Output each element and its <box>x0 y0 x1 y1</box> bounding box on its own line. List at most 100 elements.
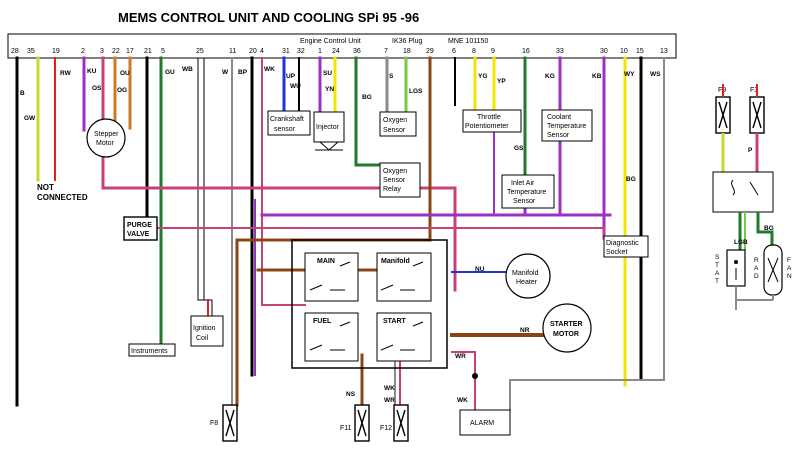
throttle-label: Throttle <box>477 114 501 121</box>
relay-manifold-label: Manifold <box>381 258 410 265</box>
wire-code: W <box>222 69 229 76</box>
wire-code: LGB <box>734 239 748 246</box>
svg-text:F: F <box>787 257 791 264</box>
crankshaft-sensor <box>267 110 311 136</box>
svg-text:S: S <box>715 254 720 261</box>
pin-label: 32 <box>297 48 305 55</box>
coolant-label: Sensor <box>547 132 570 139</box>
relay-block <box>291 239 448 369</box>
oxygen-sensor-relay <box>379 162 421 198</box>
inlet-air-temperature-sensor <box>501 174 555 209</box>
wire-code: WK <box>264 66 275 73</box>
svg-text:A: A <box>754 265 759 272</box>
pin-label: 8 <box>472 48 476 55</box>
oxygen-sensor-label: Sensor <box>383 127 406 134</box>
pin-label: 35 <box>27 48 35 55</box>
wire-code: WU <box>290 83 301 90</box>
svg-text:N: N <box>787 273 792 280</box>
wire-code: KU <box>87 68 97 75</box>
not-connected-label: NOT <box>37 183 54 192</box>
pin-label: 10 <box>620 48 628 55</box>
injector-label: Injector <box>316 124 340 131</box>
pin-label: 30 <box>600 48 608 55</box>
relay-fuel-label: FUEL <box>313 318 332 325</box>
alarm-junction <box>472 373 478 379</box>
wire-code: WS <box>650 71 661 78</box>
oxygen-sensor <box>379 111 417 137</box>
svg-text:D: D <box>754 273 759 280</box>
wire-pin36 <box>354 56 382 167</box>
crankshaft-sensor-label: sensor <box>274 126 296 133</box>
wire-code: WB <box>182 66 193 73</box>
relay-start: START <box>376 312 432 362</box>
wire-code: LGS <box>409 88 423 95</box>
wire-code: UP <box>286 73 296 80</box>
svg-text:A: A <box>787 265 792 272</box>
pin-label: 20 <box>249 48 257 55</box>
manifold-heater <box>505 253 551 299</box>
pin-label: 5 <box>161 48 165 55</box>
relay-start-label: START <box>383 318 407 325</box>
pin-label: 9 <box>491 48 495 55</box>
relay-main: MAIN <box>304 252 359 302</box>
injector <box>313 111 345 143</box>
pin-label: 11 <box>229 48 236 55</box>
wire-code: WR <box>384 397 395 404</box>
cooling-circuit: F9 F3 P LGB BG S T A T R A D <box>712 84 792 310</box>
svg-text:T: T <box>715 262 719 269</box>
oxygen-sensor-label: Oxygen <box>383 117 407 124</box>
wire-code: WK <box>384 385 395 392</box>
injector-nozzle <box>319 141 339 151</box>
coolant-temperature-sensor <box>541 109 593 142</box>
ecu-label: Engine Control Unit <box>300 38 361 45</box>
stepper-motor <box>86 118 126 158</box>
pin-label: 31 <box>282 48 290 55</box>
pin-label: 21 <box>144 48 152 55</box>
svg-text:F11: F11 <box>340 425 352 432</box>
wire-code: OS <box>92 85 102 92</box>
wire-code: BP <box>238 69 248 76</box>
starter-motor-label: MOTOR <box>553 331 579 338</box>
wire-code: YN <box>325 86 334 93</box>
wire-code: P <box>748 147 753 154</box>
pin-label: 22 <box>112 48 120 55</box>
ecu-connector-box <box>7 33 677 59</box>
wires <box>15 56 665 411</box>
diagnostic-label: Diagnostic <box>606 240 639 247</box>
crankshaft-sensor-label: Crankshaft <box>270 116 304 123</box>
wire-code: OU <box>120 70 130 77</box>
wire-code: KG <box>545 73 555 80</box>
fan-relay <box>712 171 774 213</box>
wire-code: WR <box>455 353 466 360</box>
ecu-plug-label: IK36 Plug <box>392 38 422 45</box>
pin-label: 24 <box>332 48 340 55</box>
fuse-f11: F11 <box>340 404 370 442</box>
wire-code: WK <box>457 397 468 404</box>
wire-code: BG <box>362 94 372 101</box>
ignition-coil <box>190 315 224 347</box>
pin-label: 13 <box>660 48 668 55</box>
starter-motor <box>542 303 592 353</box>
coolant-label: Coolant <box>547 114 571 121</box>
pin-label: 7 <box>384 48 388 55</box>
wire-code: B <box>20 90 25 97</box>
pin-label: 25 <box>196 48 204 55</box>
instruments <box>128 343 176 357</box>
wire-code: WY <box>624 71 635 78</box>
wire-code: GS <box>514 145 524 152</box>
pin-label: 33 <box>556 48 564 55</box>
wire-pin13 <box>509 57 665 411</box>
fuse-f12: F12 <box>380 404 409 442</box>
svg-text:F3: F3 <box>750 87 758 94</box>
wire-code: YG <box>478 73 487 80</box>
instruments-label: Instruments <box>131 348 168 355</box>
pin-label: 4 <box>260 48 264 55</box>
oxygen-relay-label: Sensor <box>383 177 406 184</box>
relay-main-label: MAIN <box>317 258 335 265</box>
throttle-potentiometer <box>462 109 522 133</box>
wire-code: S <box>389 73 394 80</box>
pin-label: 18 <box>403 48 411 55</box>
wire-wr <box>451 351 476 411</box>
inlet-air-label: Temperature <box>507 189 546 196</box>
pin-label: 36 <box>353 48 361 55</box>
